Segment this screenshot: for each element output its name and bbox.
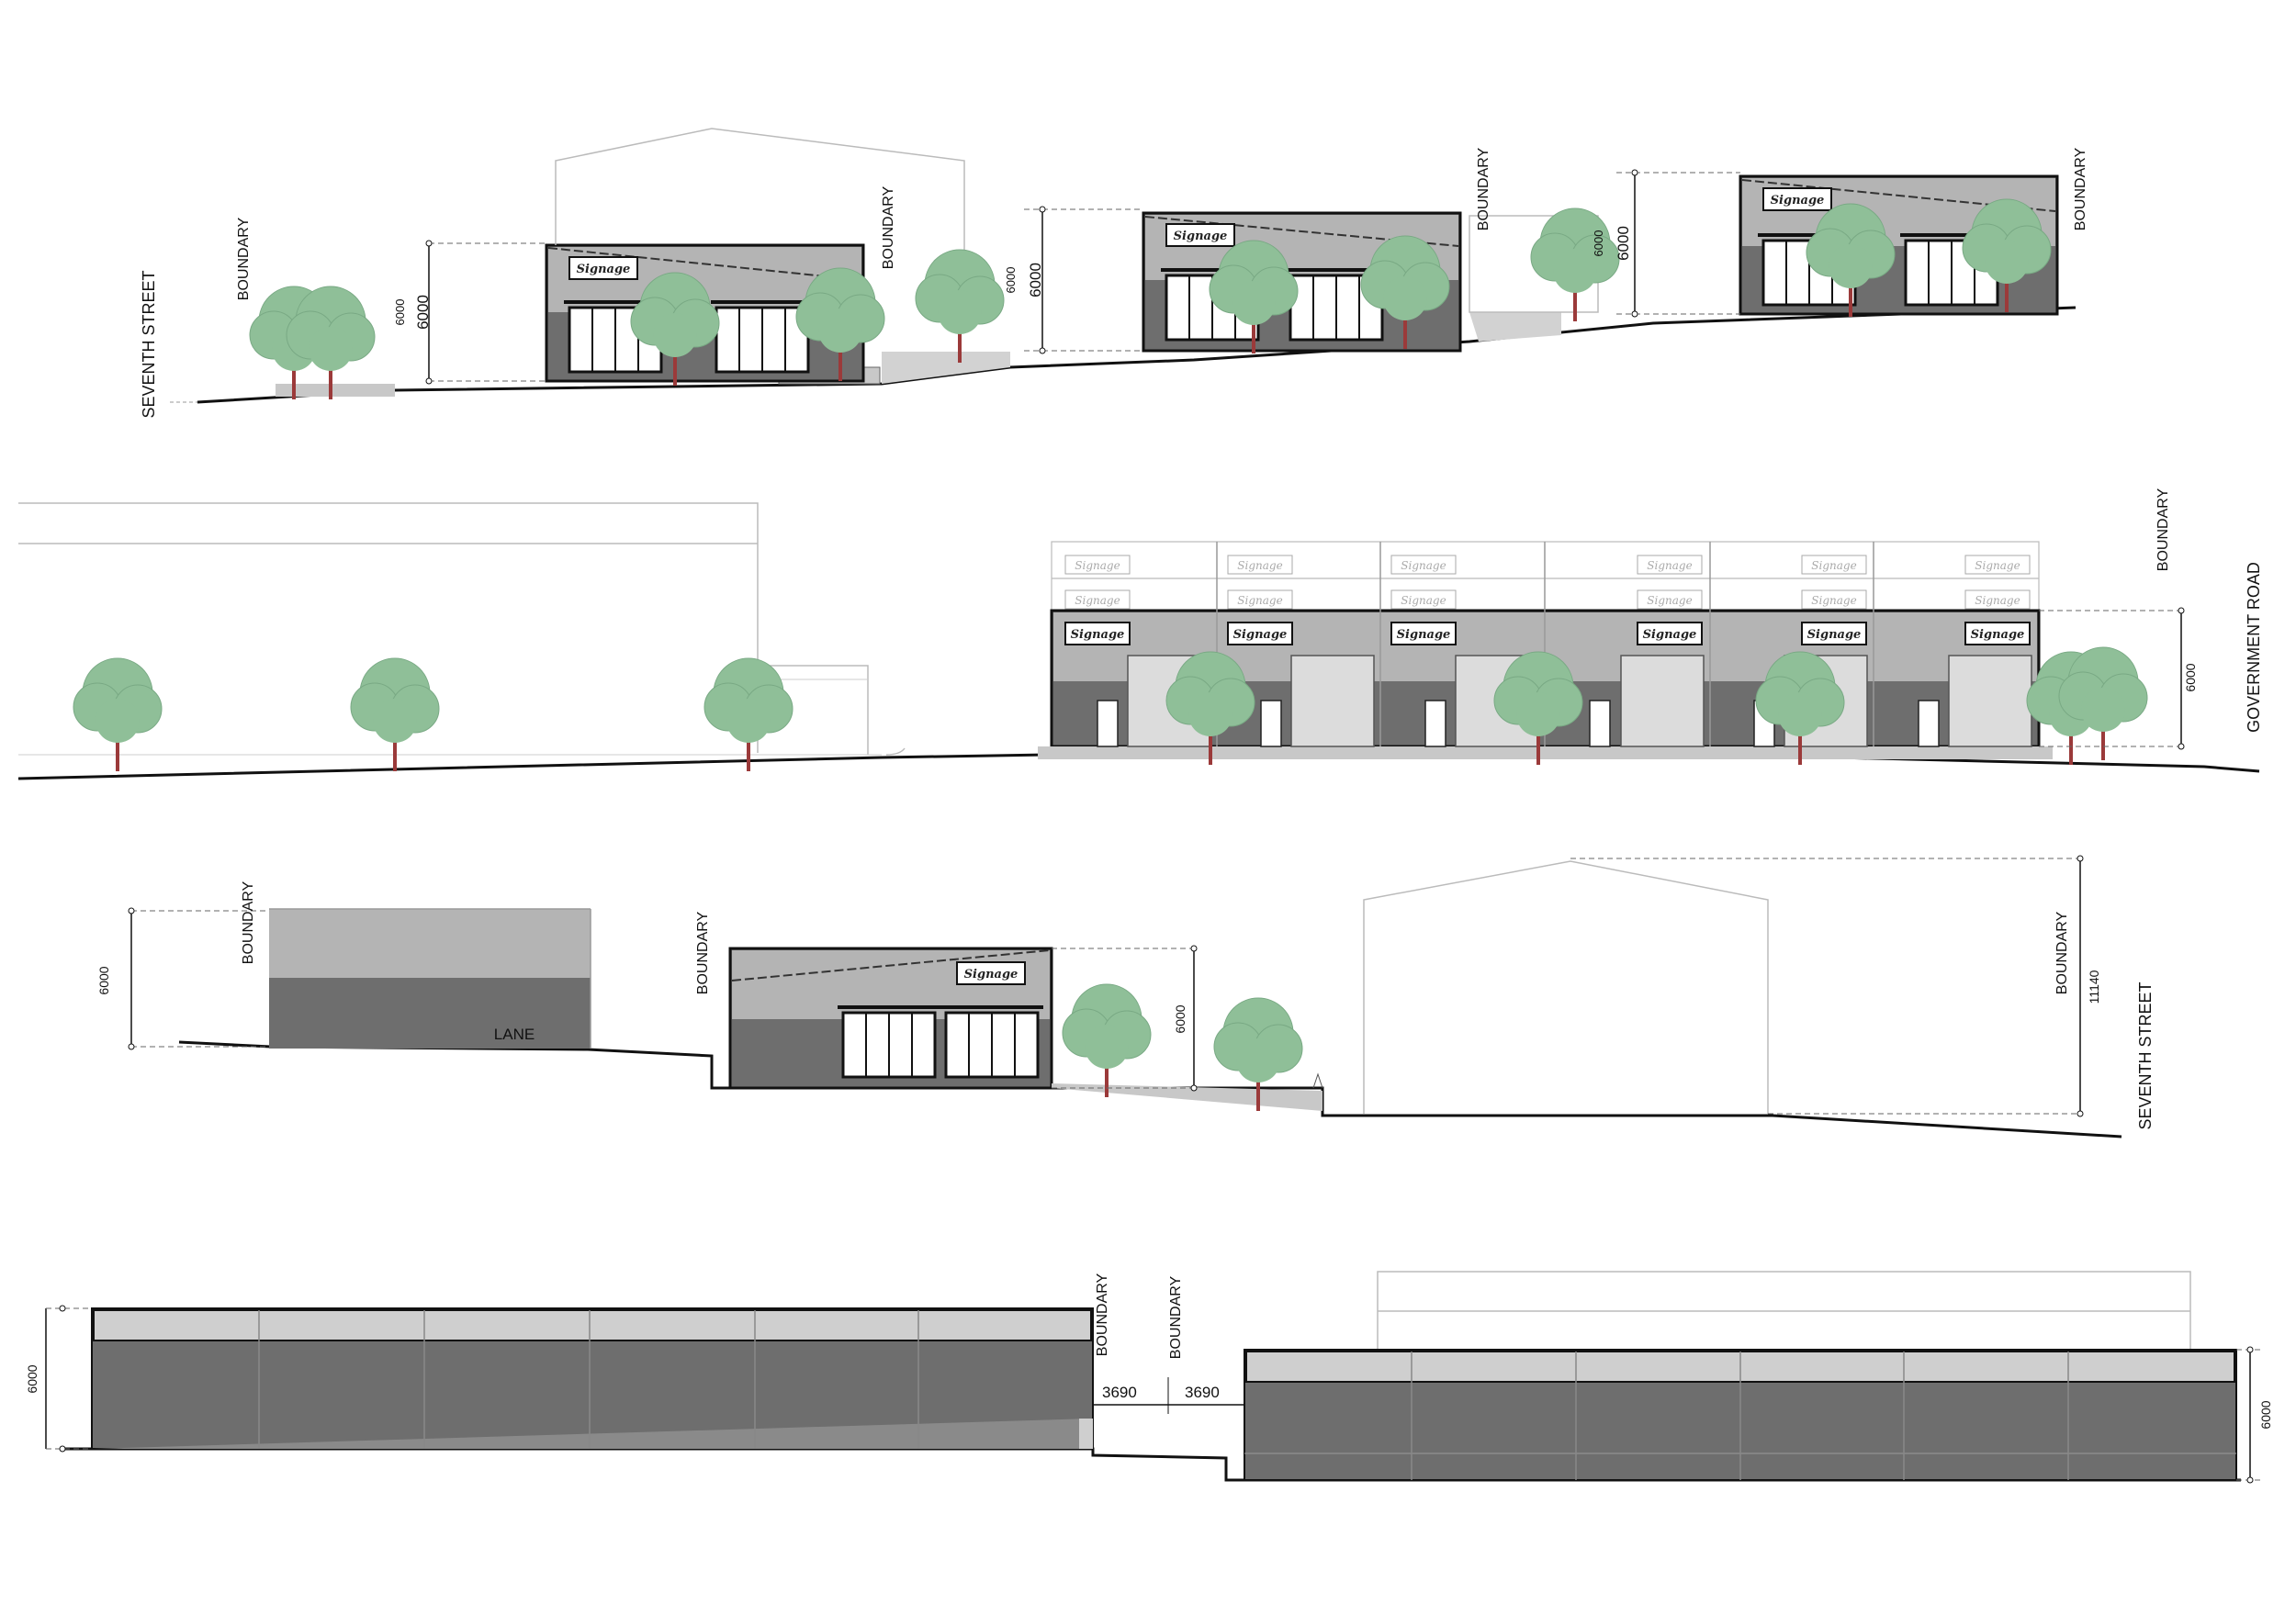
svg-text:Signage: Signage (1811, 594, 1856, 607)
svg-text:Signage: Signage (1647, 594, 1692, 607)
label-boundary-1: BOUNDARY (236, 217, 252, 300)
signage-main-row: Signage Signage Signage Signage Signage … (1064, 622, 2031, 645)
svg-text:Signage: Signage (1071, 628, 1125, 642)
svg-text:Signage: Signage (1401, 594, 1446, 607)
roller-doors (1127, 655, 2032, 747)
dim-right-block: 6000 (2258, 1400, 2273, 1429)
left-bays (258, 1310, 919, 1449)
right-bays (1411, 1352, 2069, 1480)
svg-text:Signage: Signage (1397, 628, 1451, 642)
dim-terrace: 6000 (2183, 663, 2198, 691)
label-lane: LANE (494, 1026, 535, 1043)
dim-lane: 6000 (96, 966, 111, 994)
dim-neighbour: 11140 (2087, 970, 2101, 1004)
label-boundary-5: BOUNDARY (2155, 488, 2171, 571)
label-boundary-4: BOUNDARY (2073, 147, 2088, 230)
dim-a-large: 6000 (414, 295, 432, 330)
svg-text:Signage: Signage (1975, 594, 2020, 607)
signage-d: Signage (964, 968, 1019, 981)
label-boundary-8: BOUNDARY (2054, 911, 2070, 994)
elevation-3: LANE Signage 6000 6000 11140 (96, 855, 2155, 1139)
signage-ghost-row-2: Signage Signage Signage Signage Signage … (1064, 589, 2031, 610)
dim-setback-left: 3690 (1102, 1384, 1137, 1401)
svg-text:Signage: Signage (1971, 628, 2025, 642)
svg-text:Signage: Signage (1811, 559, 1856, 572)
svg-text:Signage: Signage (1401, 559, 1446, 572)
label-boundary-10: BOUNDARY (1168, 1275, 1184, 1359)
dim-b-large: 6000 (1027, 263, 1044, 297)
label-seventh-street-1: SEVENTH STREET (140, 270, 158, 418)
svg-text:Signage: Signage (1233, 628, 1288, 642)
dim-c-large: 6000 (1615, 226, 1632, 261)
svg-text:Signage: Signage (1237, 559, 1282, 572)
svg-text:Signage: Signage (1075, 559, 1120, 572)
label-boundary-3: BOUNDARY (1476, 147, 1491, 230)
svg-text:Signage: Signage (1237, 594, 1282, 607)
label-boundary-6: BOUNDARY (241, 881, 256, 964)
label-boundary-7: BOUNDARY (695, 911, 711, 994)
svg-text:Signage: Signage (1075, 594, 1120, 607)
signage-ghost-row-1: Signage Signage Signage Signage Signage … (1064, 555, 2031, 575)
personnel-doors (1097, 700, 1940, 747)
elevation-2: Signage Signage Signage Signage Signage … (17, 488, 2263, 780)
label-boundary-2: BOUNDARY (881, 185, 896, 269)
elevation-4: 6000 6000 3690 3690 BOUNDARY BOUNDARY (25, 1271, 2273, 1484)
dim-b-small: 6000 (1004, 267, 1018, 294)
elevation-1: Signage Signage Signage (140, 128, 2088, 419)
dim-c-small: 6000 (1592, 230, 1605, 257)
dim-left-block: 6000 (25, 1364, 39, 1393)
dim-building-d: 6000 (1173, 1004, 1187, 1033)
label-government-road: GOVERNMENT ROAD (2245, 562, 2263, 733)
label-boundary-9: BOUNDARY (1095, 1273, 1110, 1356)
dim-setback-right: 3690 (1185, 1384, 1220, 1401)
signage-c: Signage (1771, 194, 1825, 208)
svg-text:Signage: Signage (1643, 628, 1697, 642)
dim-a-small: 6000 (393, 299, 407, 326)
svg-text:Signage: Signage (1975, 559, 2020, 572)
svg-text:Signage: Signage (1647, 559, 1692, 572)
label-seventh-street-2: SEVENTH STREET (2136, 981, 2155, 1129)
signage-b: Signage (1174, 230, 1228, 243)
signage-a: Signage (577, 263, 631, 276)
svg-text:Signage: Signage (1807, 628, 1862, 642)
